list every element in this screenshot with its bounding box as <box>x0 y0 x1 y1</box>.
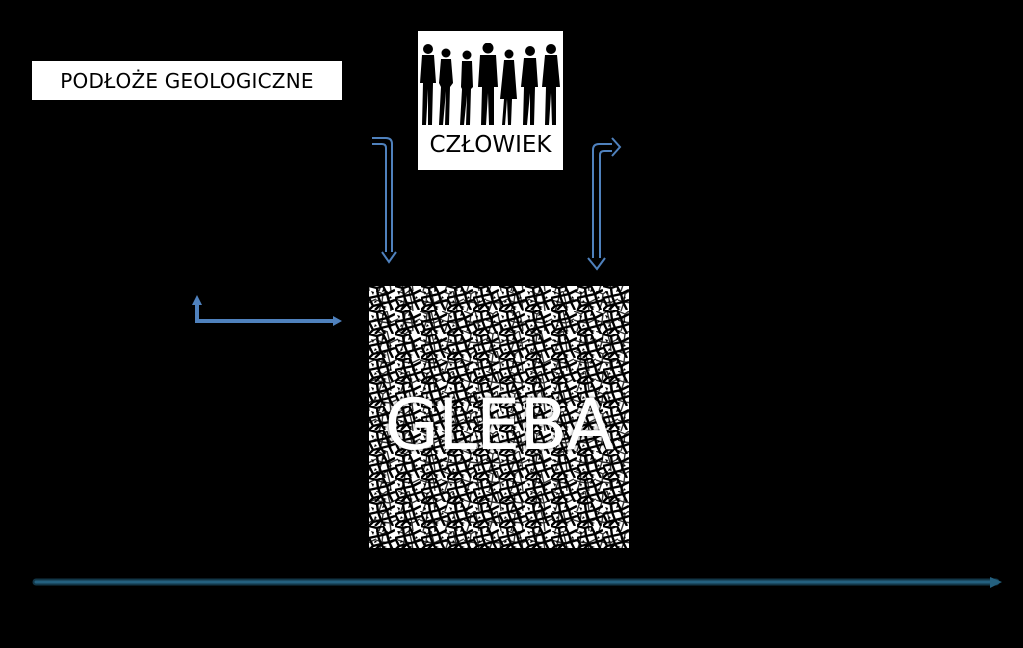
elbow-arrow-icon <box>192 295 342 326</box>
human-label: CZŁOWIEK <box>429 132 552 158</box>
soil-label: GLEBA <box>384 384 614 466</box>
geology-label: PODŁOŻE GEOLOGICZNE <box>60 68 314 93</box>
human-box: CZŁOWIEK <box>418 31 563 170</box>
double-arrow-down-icon <box>372 137 397 264</box>
double-arrow-bidirectional-icon <box>587 137 622 271</box>
people-silhouette-icon <box>420 43 560 125</box>
soil-texture-image <box>369 286 629 548</box>
timeline-arrow-icon <box>32 577 1002 588</box>
soil-box: GLEBA <box>369 286 629 548</box>
geology-label-box: PODŁOŻE GEOLOGICZNE <box>32 61 342 100</box>
